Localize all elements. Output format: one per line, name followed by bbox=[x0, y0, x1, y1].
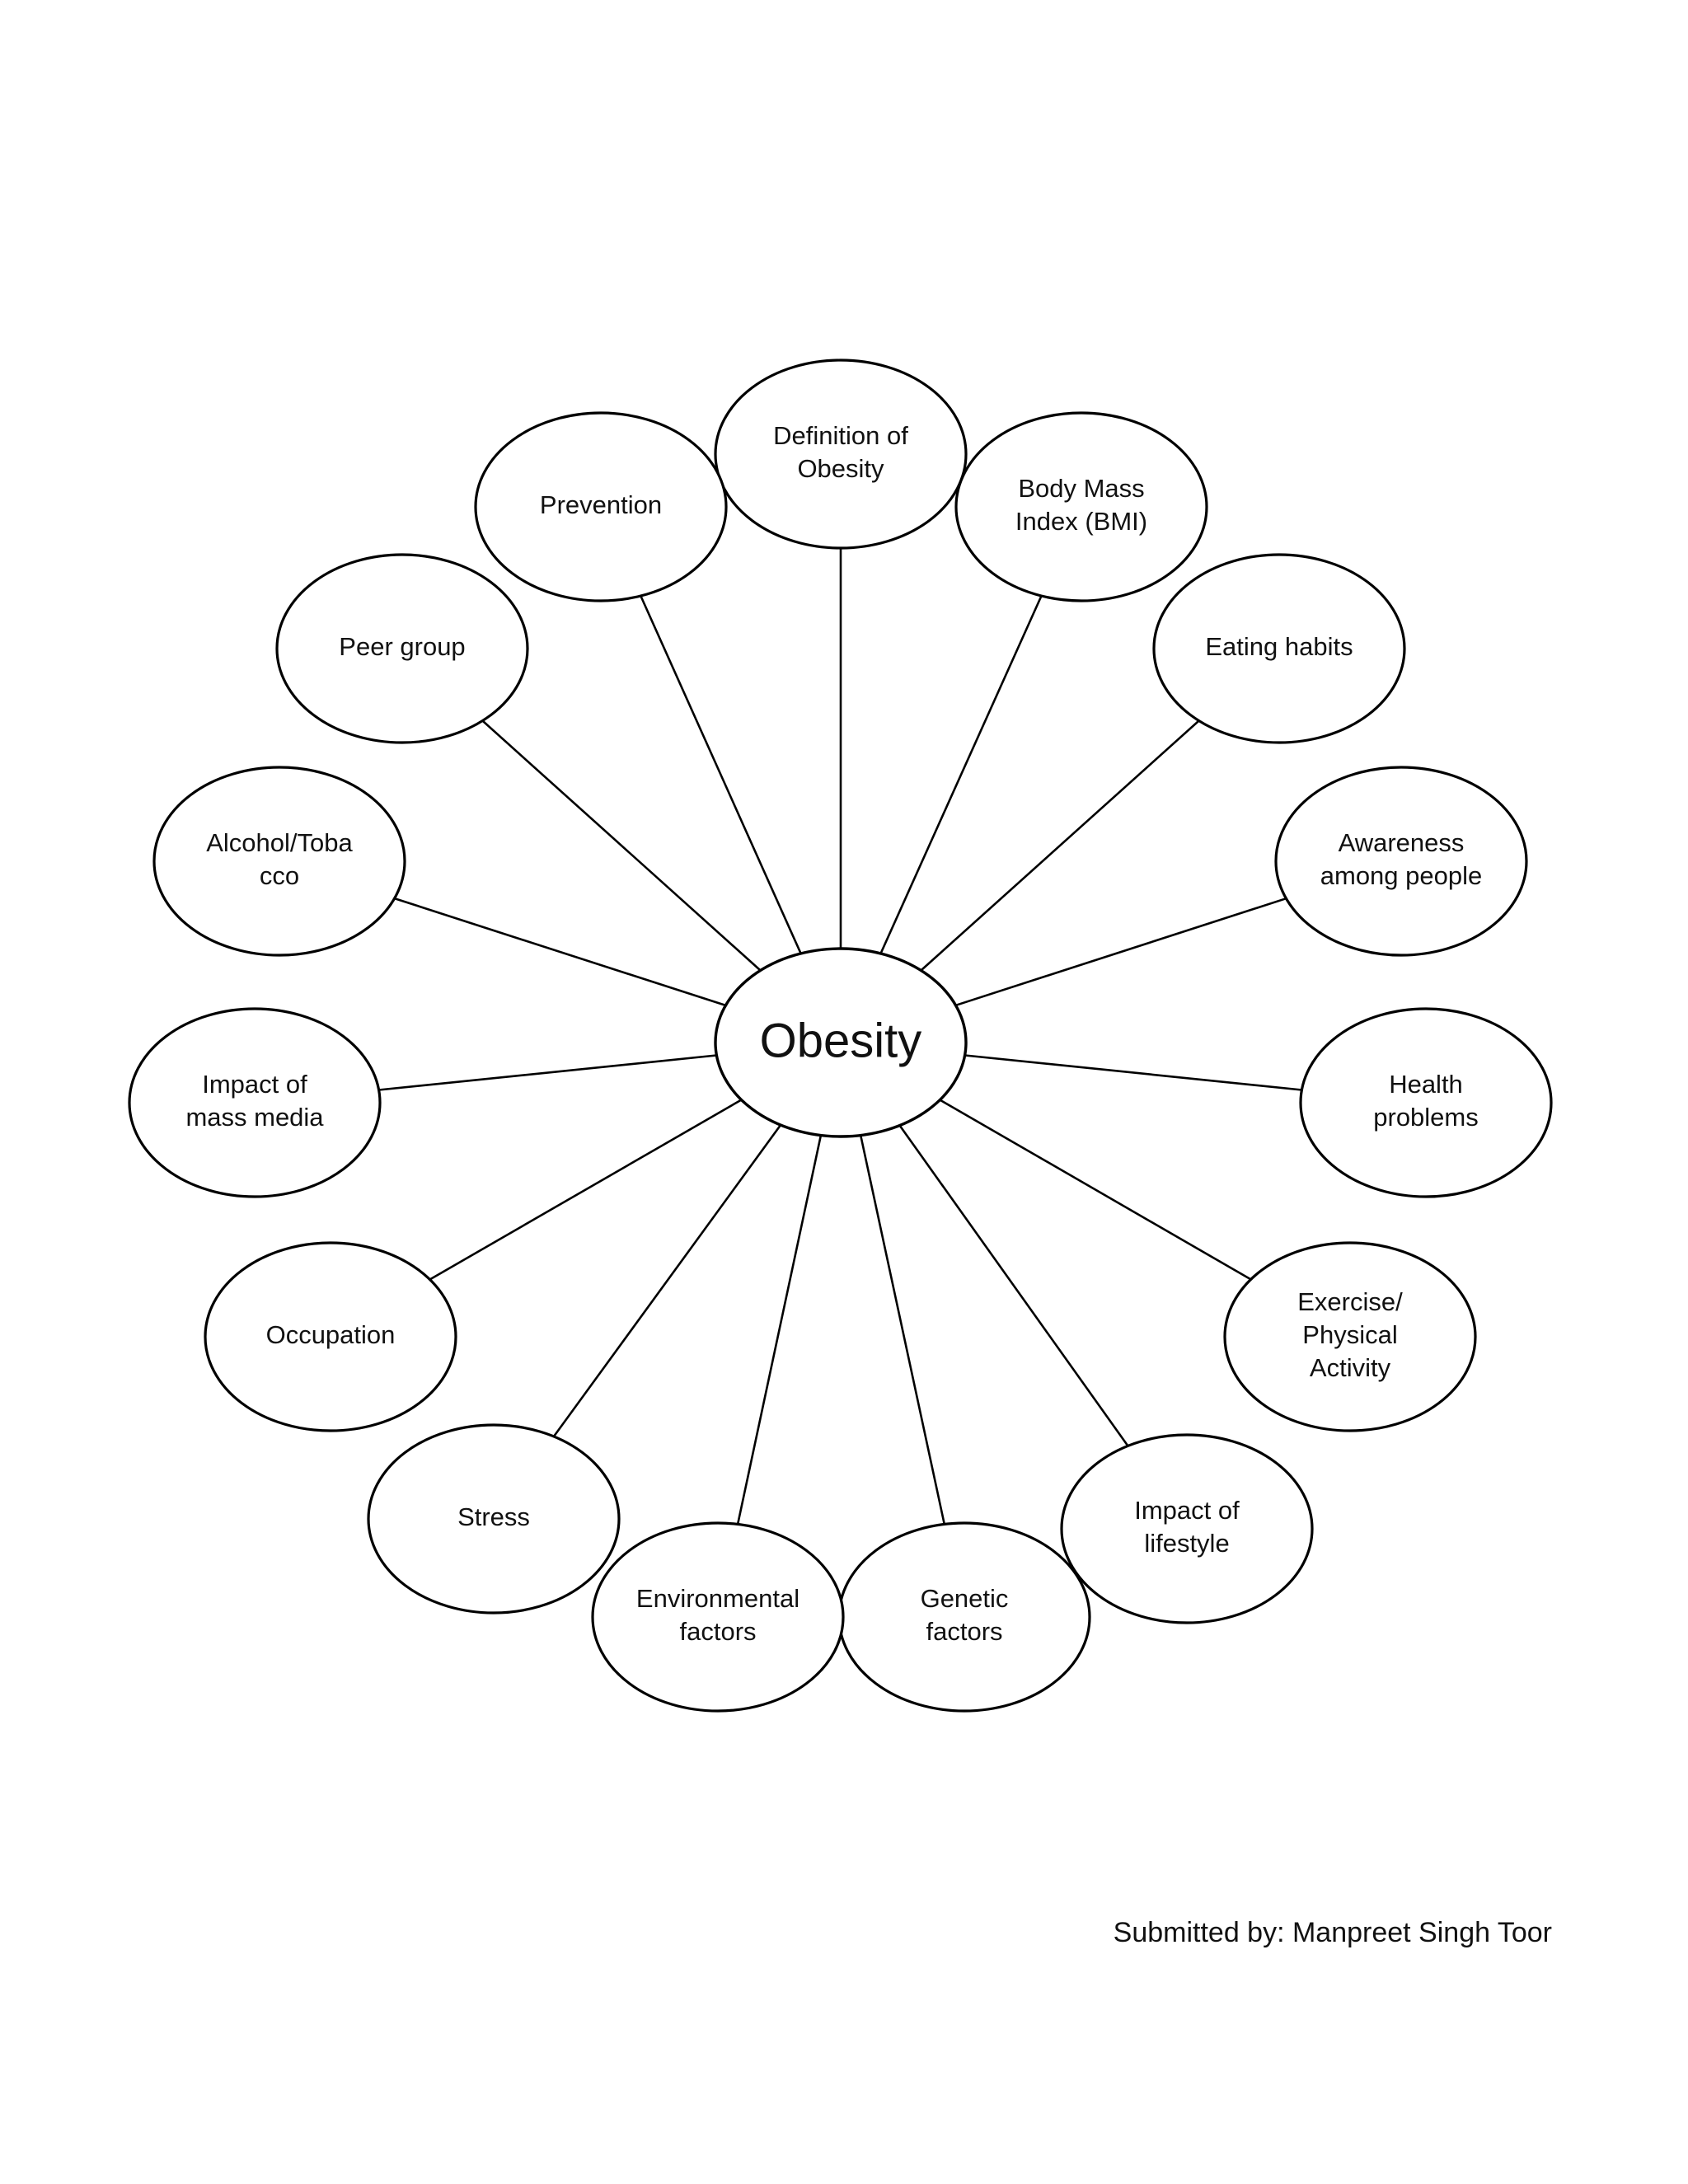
node-ellipse bbox=[152, 766, 406, 957]
node-awareness-among-people: Awareness among people bbox=[1274, 766, 1528, 957]
node-label-line: Obesity bbox=[797, 454, 884, 483]
node-label-line: Definition of bbox=[773, 421, 908, 450]
node-ellipse bbox=[275, 553, 529, 744]
center-node: Obesity bbox=[714, 947, 968, 1138]
node-environmental-factors: Environmental factors bbox=[591, 1521, 845, 1713]
connector-peer-group bbox=[481, 719, 762, 972]
node-eating-habits: Eating habits bbox=[1152, 553, 1406, 744]
connector-awareness-among-people bbox=[955, 897, 1287, 1007]
node-ellipse bbox=[1299, 1007, 1553, 1198]
node-label-line: Impact of bbox=[1134, 1496, 1240, 1525]
node-ellipse bbox=[714, 359, 968, 550]
node-impact-of-lifestyle: Impact of lifestyle bbox=[1060, 1433, 1314, 1624]
node-ellipse bbox=[474, 411, 728, 602]
node-label-line: Exercise/ bbox=[1297, 1287, 1403, 1316]
node-ellipse bbox=[367, 1423, 621, 1615]
node-label-line: Occupation bbox=[266, 1320, 396, 1349]
connector-stress bbox=[552, 1124, 782, 1437]
connector-body-mass-index bbox=[879, 595, 1043, 954]
node-label-line: lifestyle bbox=[1144, 1529, 1229, 1558]
node-health-problems: Health problems bbox=[1299, 1007, 1553, 1198]
node-label-line: Alcohol/Toba bbox=[206, 828, 353, 857]
connector-prevention bbox=[640, 595, 802, 954]
node-label-line: mass media bbox=[185, 1103, 324, 1132]
node-ellipse bbox=[128, 1007, 382, 1198]
node-label-line: Health bbox=[1389, 1070, 1463, 1099]
node-definition-of-obesity: Definition of Obesity bbox=[714, 359, 968, 550]
connector-health-problems bbox=[964, 1054, 1302, 1091]
center-ellipse bbox=[714, 947, 968, 1138]
node-ellipse bbox=[204, 1241, 457, 1432]
node-label-line: Activity bbox=[1310, 1353, 1391, 1382]
node-label-line: among people bbox=[1320, 861, 1483, 890]
node-occupation: Occupation bbox=[204, 1241, 457, 1432]
node-label-line: Body Mass bbox=[1018, 474, 1144, 503]
node-label-line: problems bbox=[1373, 1103, 1479, 1132]
connector-exercise-physical-activity bbox=[939, 1099, 1252, 1281]
node-label-line: Peer group bbox=[339, 632, 465, 661]
connector-occupation bbox=[429, 1099, 743, 1281]
center-label: Obesity bbox=[760, 1014, 922, 1067]
connector-impact-of-mass-media bbox=[378, 1054, 717, 1091]
node-ellipse bbox=[1152, 553, 1406, 744]
node-label-line: Index (BMI) bbox=[1015, 507, 1147, 536]
node-stress: Stress bbox=[367, 1423, 621, 1615]
node-label-line: Eating habits bbox=[1205, 632, 1353, 661]
connector-genetic-factors bbox=[859, 1135, 946, 1525]
node-prevention: Prevention bbox=[474, 411, 728, 602]
submitted-by-credit: Submitted by: Manpreet Singh Toor bbox=[1113, 1917, 1552, 1948]
node-label-line: Environmental bbox=[636, 1584, 799, 1613]
node-ellipse bbox=[1223, 1241, 1477, 1432]
node-label-line: Awareness bbox=[1339, 828, 1465, 857]
connector-lines bbox=[378, 548, 1302, 1525]
node-label-line: factors bbox=[926, 1617, 1002, 1646]
node-alcohol-tobacco: Alcohol/Toba cco bbox=[152, 766, 406, 957]
node-ellipse bbox=[954, 411, 1208, 602]
node-label-line: cco bbox=[260, 861, 299, 890]
node-impact-of-mass-media: Impact of mass media bbox=[128, 1007, 382, 1198]
node-label-line: Physical bbox=[1302, 1320, 1397, 1349]
node-genetic-factors: Genetic factors bbox=[837, 1521, 1091, 1713]
node-ellipse bbox=[1274, 766, 1528, 957]
connector-environmental-factors bbox=[736, 1135, 823, 1525]
node-peer-group: Peer group bbox=[275, 553, 529, 744]
node-ellipse bbox=[591, 1521, 845, 1713]
node-label-line: Stress bbox=[457, 1502, 530, 1531]
node-label-line: Genetic bbox=[921, 1584, 1009, 1613]
node-label-line: Prevention bbox=[540, 490, 662, 519]
connector-eating-habits bbox=[920, 719, 1200, 972]
connector-impact-of-lifestyle bbox=[898, 1124, 1129, 1447]
node-ellipse bbox=[1060, 1433, 1314, 1624]
node-label-line: Impact of bbox=[202, 1070, 307, 1099]
connector-alcohol-tobacco bbox=[394, 897, 726, 1007]
node-label-line: factors bbox=[679, 1617, 756, 1646]
